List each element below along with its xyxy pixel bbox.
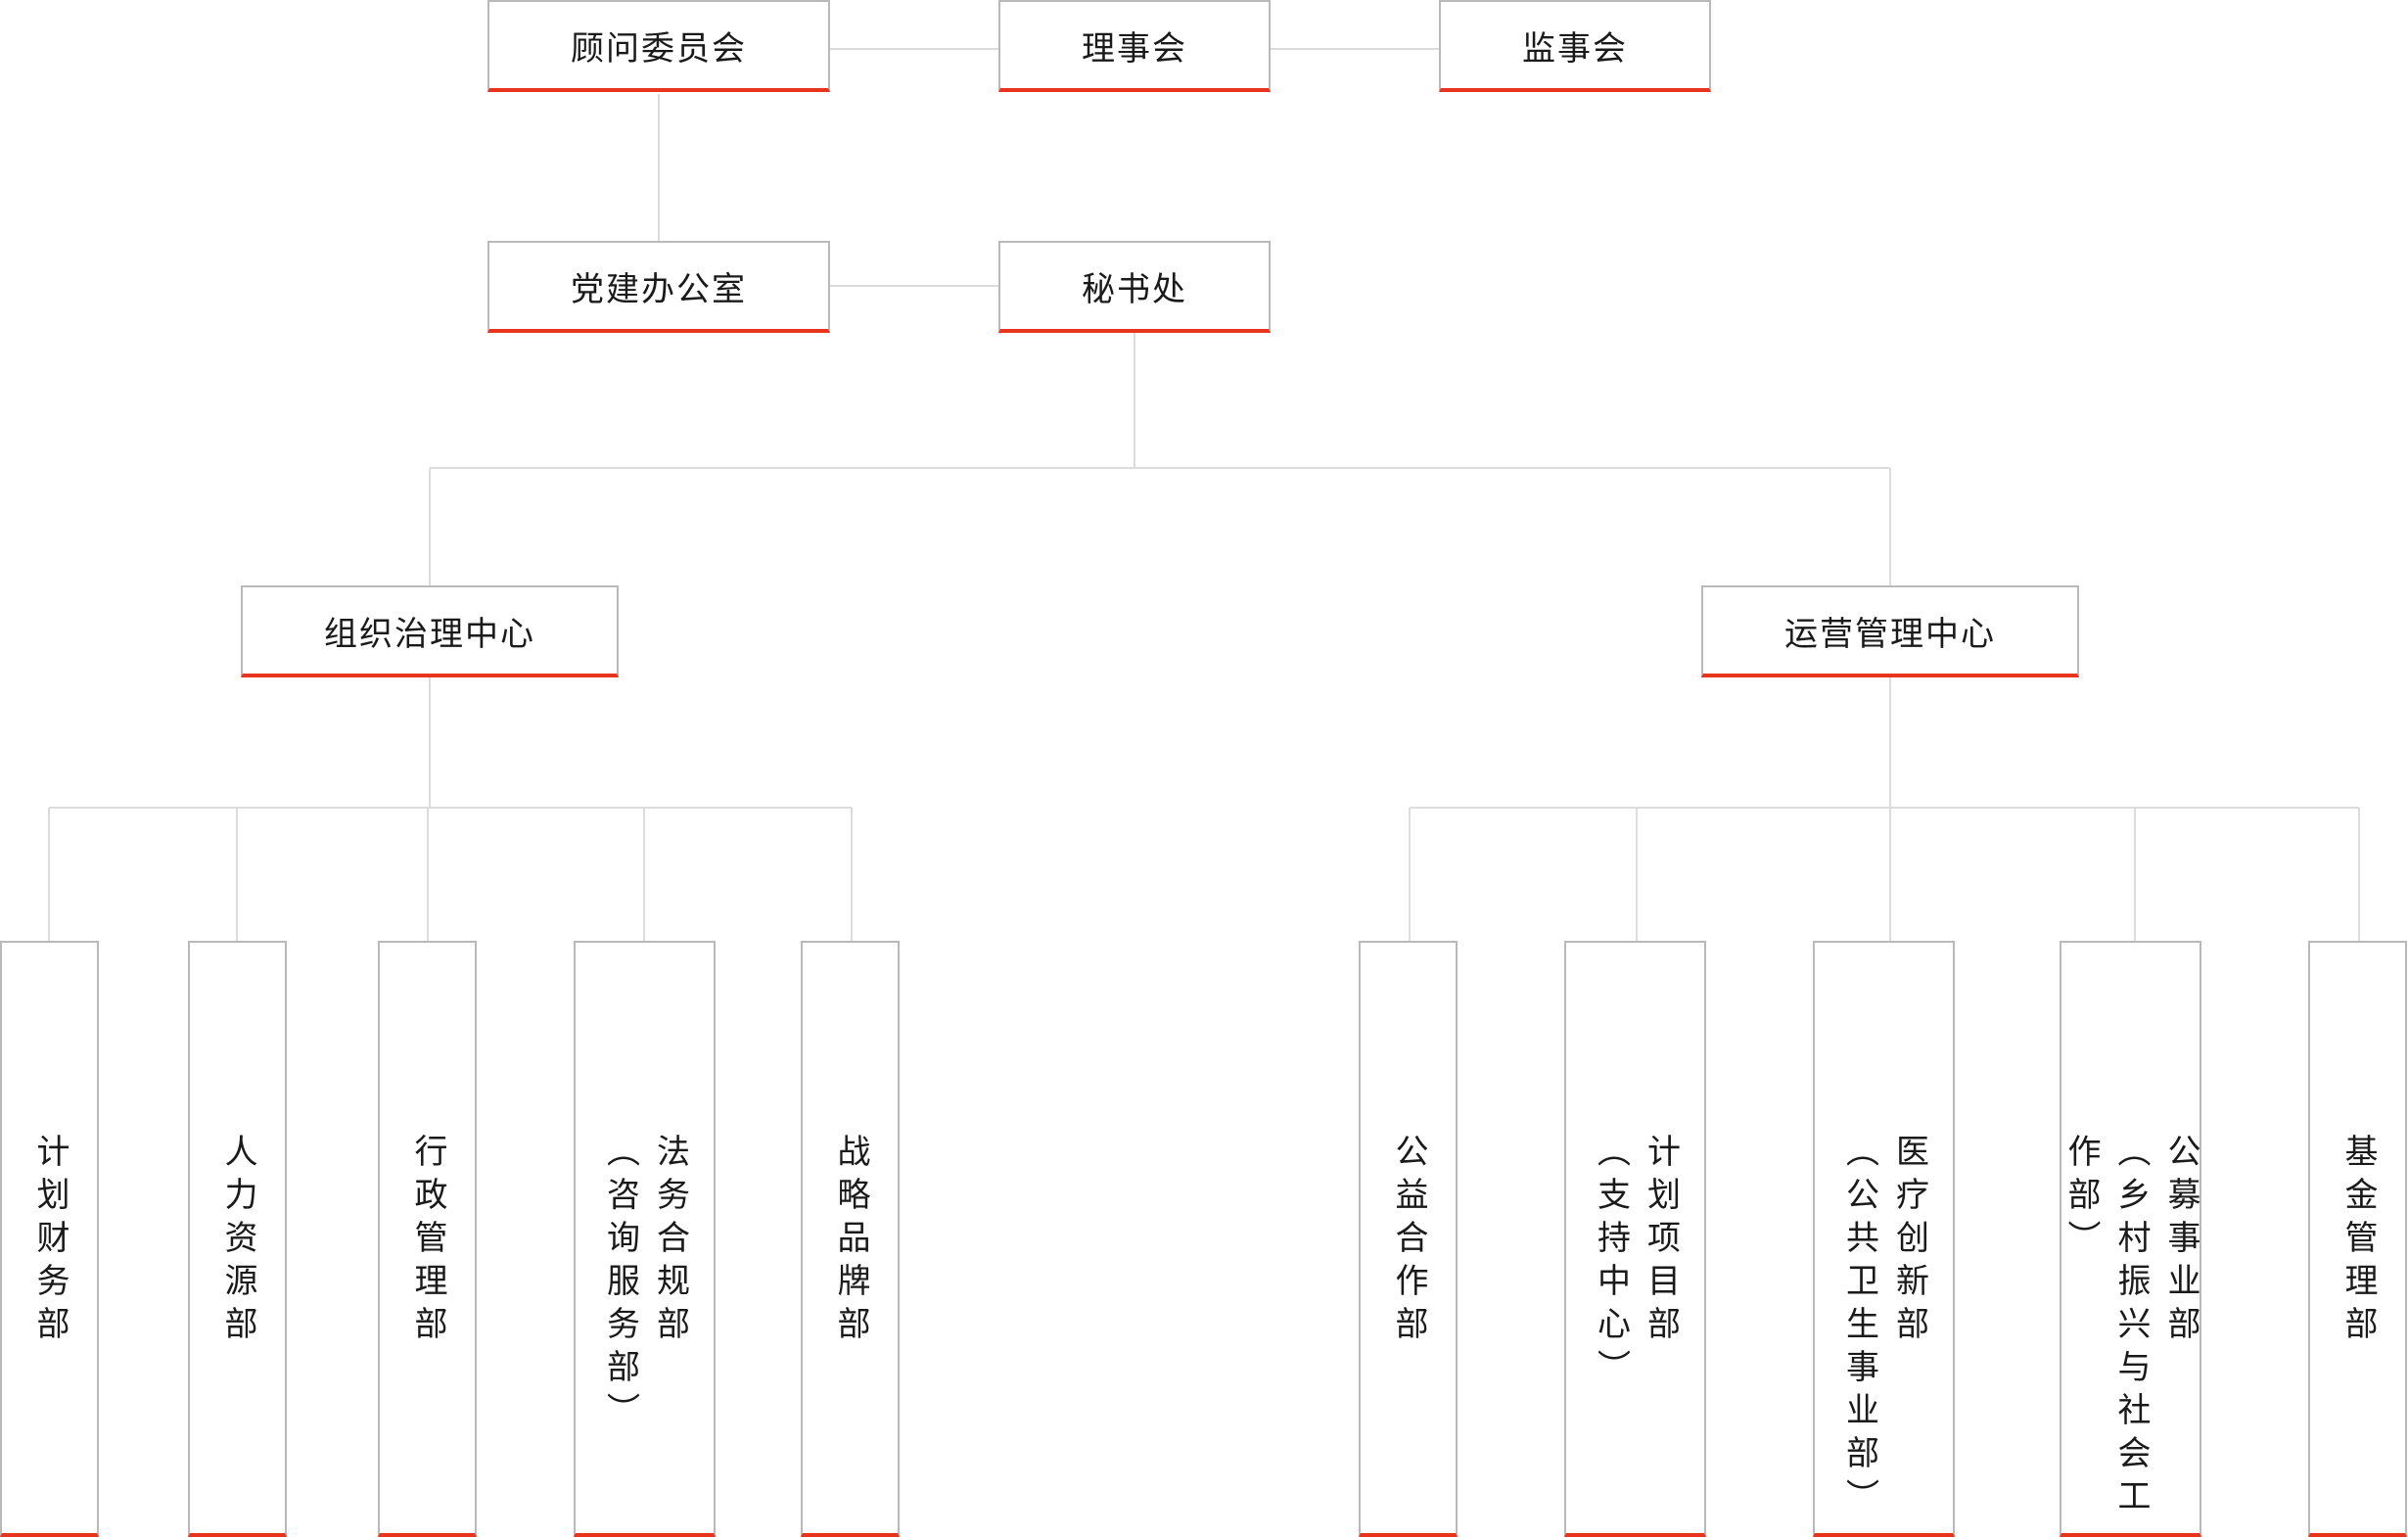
governance-center-label: 组织治理中心 (324, 614, 535, 654)
board-of-directors-label: 理事会 (1082, 28, 1187, 69)
dept-label: 法务合规部 （咨询服务部） (600, 1134, 690, 1435)
dept-label: 行政管理部 (408, 1134, 447, 1349)
board-of-directors-box: 理事会 (998, 0, 1271, 92)
dept-strategy-brand: 战略品牌部 (801, 941, 900, 1537)
dept-legal-compliance: 法务合规部 （咨询服务部） (574, 941, 716, 1537)
dept-label: 计划项目部 （支持中心） (1591, 1134, 1681, 1392)
secretariat-label: 秘书处 (1082, 269, 1187, 309)
advisory-committee-box: 顾问委员会 (487, 0, 830, 92)
operations-center-box: 运营管理中心 (1701, 585, 2079, 677)
dept-medical-innovation: 医疗创新部 （公共卫生事业部） (1813, 941, 1955, 1537)
dept-label: 基金管理部 (2339, 1134, 2378, 1349)
dept-planned-projects: 计划项目部 （支持中心） (1564, 941, 1706, 1537)
dept-administration: 行政管理部 (378, 941, 477, 1537)
board-of-supervisors-box: 监事会 (1439, 0, 1711, 92)
dept-label: 计划财务部 (30, 1134, 69, 1349)
dept-label: 医疗创新部 （公共卫生事业部） (1839, 1134, 1929, 1521)
dept-planning-finance: 计划财务部 (0, 941, 99, 1537)
party-office-box: 党建办公室 (487, 241, 830, 333)
advisory-committee-label: 顾问委员会 (571, 28, 747, 69)
party-office-label: 党建办公室 (571, 269, 747, 309)
operations-center-label: 运营管理中心 (1784, 614, 1996, 654)
board-of-supervisors-label: 监事会 (1522, 28, 1628, 69)
dept-human-resources: 人力资源部 (188, 941, 287, 1537)
dept-label: 人力资源部 (218, 1134, 257, 1349)
dept-label: 公益合作部 (1389, 1134, 1428, 1349)
governance-center-box: 组织治理中心 (241, 585, 619, 677)
dept-public-welfare-cooperation: 公益合作部 (1359, 941, 1458, 1537)
secretariat-box: 秘书处 (998, 241, 1271, 333)
dept-fund-management: 基金管理部 (2308, 941, 2407, 1537)
dept-public-fundraising: 公募事业部 （乡村振兴与社会工作部） (2060, 941, 2201, 1537)
dept-label: 战略品牌部 (831, 1134, 870, 1349)
dept-label: 公募事业部 （乡村振兴与社会工作部） (2061, 1134, 2200, 1521)
